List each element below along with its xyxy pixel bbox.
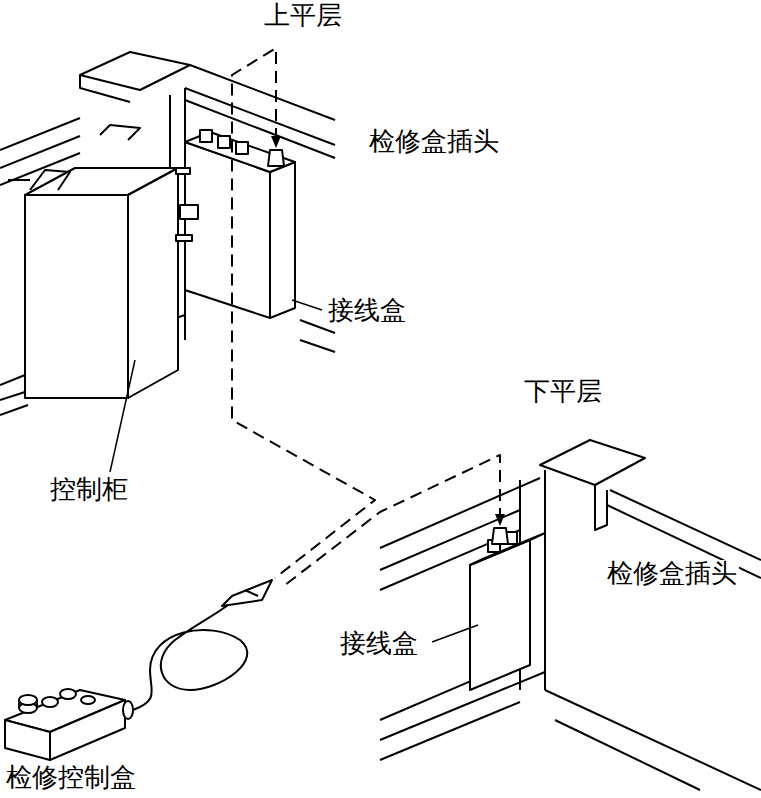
part-label: 控制柜 <box>48 476 130 504</box>
lower-junction-box <box>470 528 545 690</box>
part-label: 下平层 <box>522 378 604 406</box>
arrowheads <box>271 136 505 526</box>
part-label: 接线盒 <box>326 297 408 325</box>
part-label: 检修盒插头 <box>367 128 501 156</box>
leader-line <box>110 300 478 642</box>
lower-structure <box>380 440 761 790</box>
part-label: 接线盒 <box>338 630 420 658</box>
dashed-route <box>232 48 500 585</box>
upper-structure <box>0 52 335 415</box>
part-label: 上平层 <box>262 2 344 30</box>
upper-junction-box <box>176 130 295 318</box>
inspection-control-box <box>5 580 272 760</box>
part-label: 检修盒插头 <box>605 560 739 588</box>
control-cabinet <box>8 125 178 398</box>
part-label: 检修控制盒 <box>4 764 138 792</box>
